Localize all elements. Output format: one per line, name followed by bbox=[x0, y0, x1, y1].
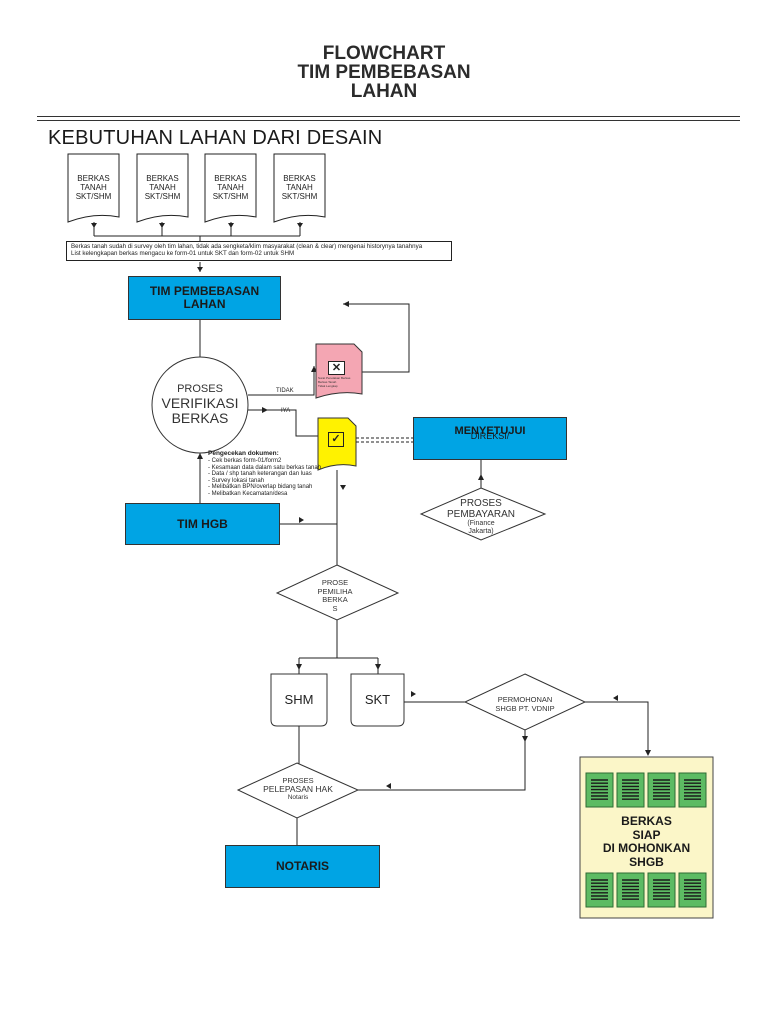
note-line-1: Berkas tanah sudah di survey oleh tim la… bbox=[71, 243, 423, 250]
green-document-icon bbox=[585, 872, 614, 908]
doc-shape-2 bbox=[136, 153, 189, 223]
shm-label: SHM bbox=[284, 692, 314, 707]
shm-shape bbox=[270, 673, 328, 727]
title-line-3: LAHAN bbox=[350, 81, 418, 102]
survey-note-box: Berkas tanah sudah di survey oleh tim la… bbox=[66, 241, 452, 261]
green-document-icon bbox=[678, 772, 707, 808]
section-heading: KEBUTUHAN LAHAN DARI DESAIN bbox=[48, 127, 383, 149]
verifikasi-label: PROSES VERIFIKASI BERKAS bbox=[161, 383, 239, 426]
pengecekan-list: Pengecekan dokumen: - Cek berkas form-01… bbox=[208, 450, 322, 497]
note-line-2: List kelengkapan berkas mengacu ke form-… bbox=[71, 250, 295, 257]
skt-label: SKT bbox=[364, 692, 391, 707]
menyetujui-box: MENYETUJUI DIREKSI/ bbox=[413, 417, 567, 460]
pembayaran-diamond bbox=[419, 487, 547, 541]
title-line-1: FLOWCHART bbox=[322, 43, 446, 64]
checkbox-icon: ✓ bbox=[328, 432, 344, 447]
permohonan-label: PERMOHONAN SHGB PT. VDNIP bbox=[495, 695, 555, 713]
notaris-box: NOTARIS bbox=[225, 845, 380, 888]
green-document-icon bbox=[585, 772, 614, 808]
label-iya: IYA bbox=[281, 408, 291, 414]
doc-shape-1 bbox=[67, 153, 120, 223]
green-doc-icons-top bbox=[585, 772, 707, 808]
doc-shape-4 bbox=[273, 153, 326, 223]
green-document-icon bbox=[678, 872, 707, 908]
divider-bottom bbox=[37, 120, 740, 121]
pemilihan-label: PROSE PEMILIHA BERKA S bbox=[317, 578, 353, 613]
berkas-siap-label: BERKAS SIAP DI MOHONKAN SHGB bbox=[602, 814, 691, 869]
pembayaran-label: PROSES PEMBAYARAN (Finance Jakarta) bbox=[447, 498, 515, 535]
green-document-icon bbox=[647, 872, 676, 908]
document-shapes bbox=[67, 153, 326, 223]
reject-x-icon: ✕ bbox=[328, 361, 345, 375]
page-title: FLOWCHART TIM PEMBEBASAN LAHAN bbox=[0, 44, 768, 101]
pelepasan-label: PROSES PELEPASAN HAK Notaris bbox=[263, 776, 333, 802]
green-doc-icons-bottom bbox=[585, 872, 707, 908]
label-tidak: TIDAK bbox=[276, 388, 294, 394]
green-document-icon bbox=[616, 772, 645, 808]
doc-shape-3 bbox=[204, 153, 257, 223]
green-document-icon bbox=[616, 872, 645, 908]
divider-top bbox=[37, 116, 740, 117]
title-line-2: TIM PEMBEBASAN bbox=[297, 62, 471, 83]
skt-shape bbox=[350, 673, 405, 727]
green-document-icon bbox=[647, 772, 676, 808]
tim-hgb-box: TIM HGB bbox=[125, 503, 280, 545]
